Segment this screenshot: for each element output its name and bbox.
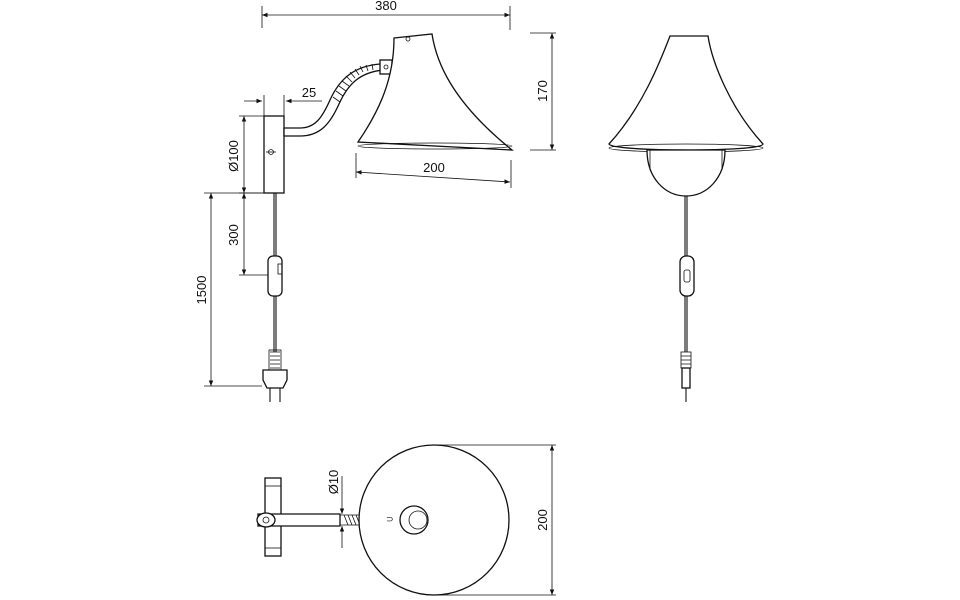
dim-overall-width: 380 — [261, 0, 511, 30]
wall-base-plate — [263, 115, 285, 194]
gooseneck-rings — [332, 63, 374, 103]
dim-cable-length: 1500 — [194, 192, 264, 387]
dim-label-arm-diameter: Ø10 — [326, 470, 341, 495]
dim-label-shade-diameter: 200 — [423, 160, 445, 175]
front-plug — [681, 367, 691, 389]
front-shade — [608, 35, 764, 151]
dim-label-arm-offset: 25 — [302, 85, 316, 100]
top-knob — [399, 505, 429, 535]
front-bulb — [646, 149, 726, 197]
dim-label-base-to-switch: 300 — [226, 224, 241, 246]
dim-shade-diameter: 200 — [355, 153, 512, 188]
top-shade — [358, 444, 510, 596]
dim-arm-diameter: Ø10 — [326, 470, 345, 548]
svg-text:⊃: ⊃ — [386, 514, 394, 524]
dim-base-diameter: Ø100 — [226, 115, 264, 194]
dim-arm-offset: 25 — [244, 85, 322, 116]
inline-switch — [267, 255, 283, 297]
side-view — [262, 33, 514, 402]
dim-top-shade-diameter: 200 — [434, 444, 556, 596]
front-view — [608, 35, 764, 402]
dim-base-to-switch: 300 — [226, 193, 268, 276]
top-view: ⊃ — [256, 444, 510, 596]
dim-label-cable-length: 1500 — [194, 276, 209, 305]
dim-label-base-diameter: Ø100 — [226, 140, 241, 172]
dim-label-top-shade-diameter: 200 — [535, 509, 550, 531]
dim-label-shade-height: 170 — [535, 80, 550, 102]
front-switch — [679, 255, 695, 297]
lamp-shade — [356, 33, 514, 151]
arm-clamp — [256, 512, 276, 528]
dim-label-overall-width: 380 — [375, 0, 397, 13]
dim-shade-height: 170 — [530, 32, 556, 151]
power-plug — [262, 369, 288, 389]
